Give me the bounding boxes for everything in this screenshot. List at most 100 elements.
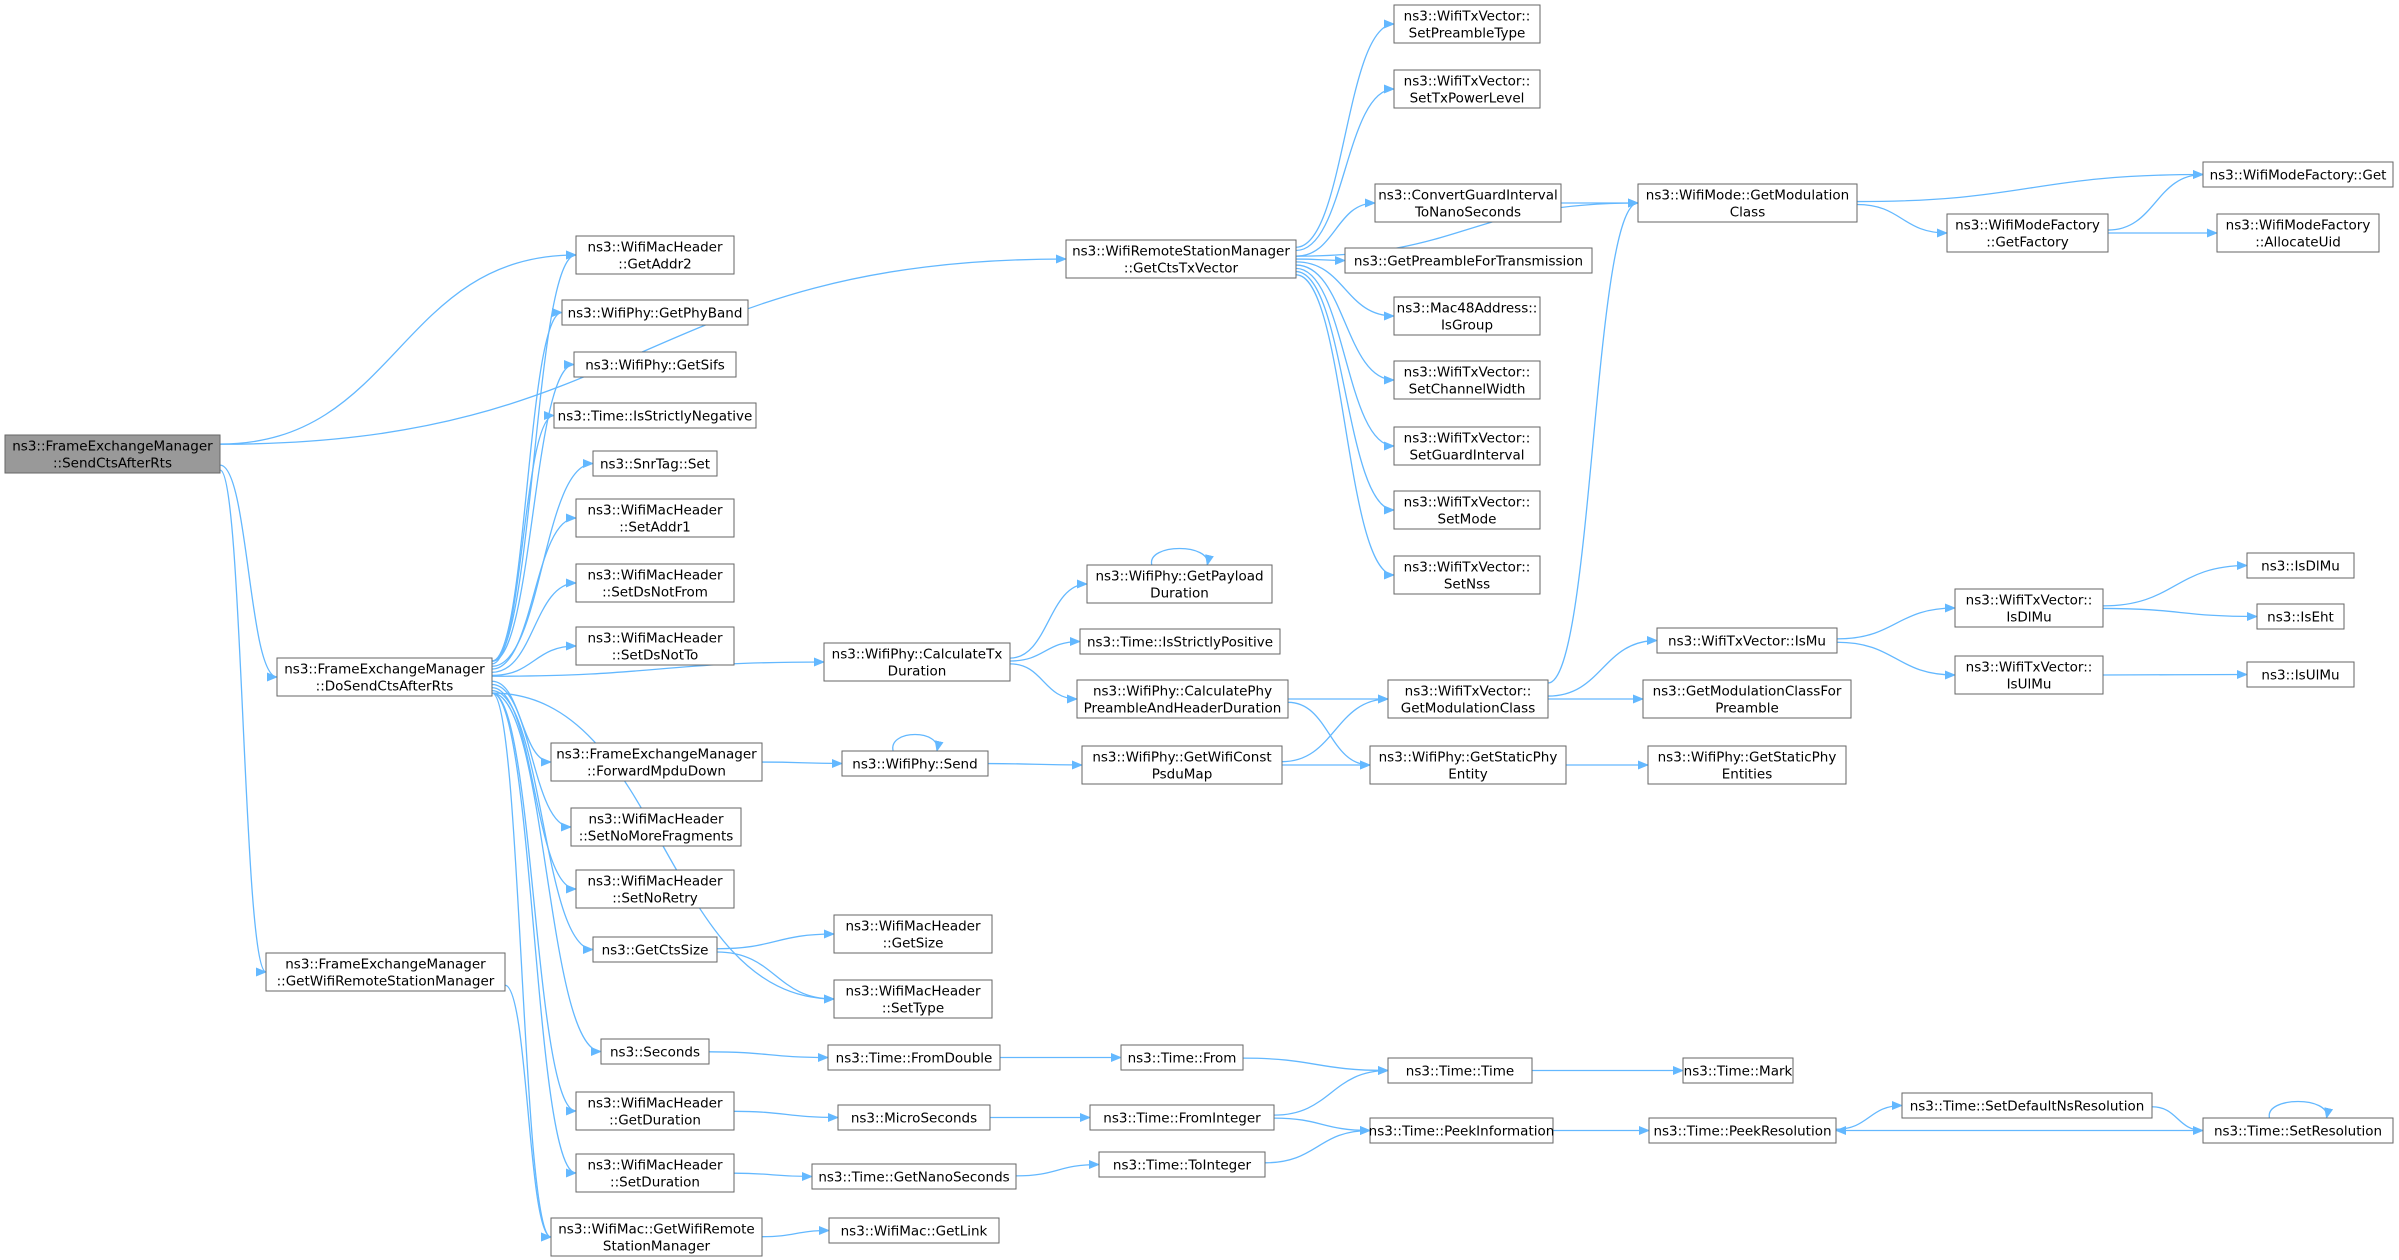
function-node-isulmu[interactable]: ns3::WifiTxVector::IsUlMu	[1954, 655, 2104, 695]
function-node-setnoretry[interactable]: ns3::WifiMacHeader::SetNoRetry	[575, 869, 735, 909]
function-node-peekinfo[interactable]: ns3::Time::PeekInformation	[1369, 1117, 1555, 1144]
function-node-peekres[interactable]: ns3::Time::PeekResolution	[1648, 1117, 1837, 1144]
function-node-macgetwrsm[interactable]: ns3::WifiMac::GetWifiRemoteStationManage…	[550, 1217, 763, 1257]
function-node-getctstx[interactable]: ns3::WifiRemoteStationManager::GetCtsTxV…	[1065, 239, 1297, 279]
node-label: ::SendCtsAfterRts	[53, 456, 172, 472]
node-box	[265, 952, 506, 992]
function-node-getduration[interactable]: ns3::WifiMacHeader::GetDuration	[575, 1091, 735, 1131]
node-box	[827, 1044, 1001, 1071]
call-edge-docts-to-isstrictneg	[491, 411, 555, 665]
function-node-modegetmodclass[interactable]: ns3::WifiMode::GetModulationClass	[1637, 183, 1858, 223]
node-box	[1393, 490, 1541, 530]
node-box	[828, 1217, 1000, 1244]
function-node-isdlmu[interactable]: ns3::WifiTxVector::IsDlMu	[1954, 588, 2104, 628]
function-node-calcphypre[interactable]: ns3::WifiPhy::CalculatePhyPreambleAndHea…	[1076, 679, 1289, 719]
function-node-fromdouble[interactable]: ns3::Time::FromDouble	[827, 1044, 1001, 1071]
call-edge-docts-to-seconds	[491, 692, 602, 1056]
function-node-getpreamblefortx[interactable]: ns3::GetPreambleForTransmission	[1344, 247, 1593, 274]
function-node-getsifs[interactable]: ns3::WifiPhy::GetSifs	[573, 351, 737, 378]
function-node-setaddr1[interactable]: ns3::WifiMacHeader::SetAddr1	[575, 498, 735, 538]
function-node-microseconds[interactable]: ns3::MicroSeconds	[837, 1104, 991, 1131]
function-node-setnss[interactable]: ns3::WifiTxVector::SetNss	[1393, 555, 1541, 595]
call-edge-getctstx-to-isgroup	[1295, 261, 1395, 321]
call-edge-send-to-send	[892, 733, 944, 752]
function-node-setchw[interactable]: ns3::WifiTxVector::SetChannelWidth	[1393, 360, 1541, 400]
node-label: ::SetAddr1	[619, 520, 691, 536]
function-node-setgi[interactable]: ns3::WifiTxVector::SetGuardInterval	[1393, 426, 1541, 466]
node-box	[570, 807, 742, 847]
node-label: ToNanoSeconds	[1414, 205, 1521, 221]
function-node-getwrsm[interactable]: ns3::FrameExchangeManager::GetWifiRemote…	[265, 952, 506, 992]
function-node-docts[interactable]: ns3::FrameExchangeManager::DoSendCtsAfte…	[276, 657, 493, 697]
function-node-setpreamble[interactable]: ns3::WifiTxVector::SetPreambleType	[1393, 4, 1541, 44]
function-node-timetime[interactable]: ns3::Time::Time	[1387, 1057, 1533, 1084]
function-node-allocuid[interactable]: ns3::WifiModeFactory::AllocateUid	[2216, 213, 2380, 253]
function-node-isulmu2[interactable]: ns3::IsUlMu	[2246, 661, 2355, 688]
node-box	[1656, 627, 1838, 654]
node-box	[592, 450, 718, 477]
function-node-iseht[interactable]: ns3::IsEht	[2256, 603, 2345, 630]
node-label: StationManager	[603, 1239, 711, 1255]
function-node-setmode[interactable]: ns3::WifiTxVector::SetMode	[1393, 490, 1541, 530]
function-node-seconds[interactable]: ns3::Seconds	[600, 1038, 710, 1065]
function-node-tointeger[interactable]: ns3::Time::ToInteger	[1098, 1151, 1266, 1178]
function-node-setdsnotto[interactable]: ns3::WifiMacHeader::SetDsNotTo	[575, 626, 735, 666]
function-node-getctssize[interactable]: ns3::GetCtsSize	[592, 936, 718, 963]
node-box	[1682, 1057, 1794, 1084]
function-node-getnanosec[interactable]: ns3::Time::GetNanoSeconds	[811, 1163, 1017, 1190]
node-label: ns3::Seconds	[610, 1045, 700, 1061]
function-node-send[interactable]: ns3::WifiPhy::Send	[841, 750, 989, 777]
function-node-timemark[interactable]: ns3::Time::Mark	[1682, 1057, 1794, 1084]
node-label: ns3::IsUlMu	[2261, 668, 2339, 684]
node-label: SetPreambleType	[1409, 26, 1526, 42]
node-label: ::GetCtsTxVector	[1124, 261, 1239, 277]
function-node-getlink[interactable]: ns3::WifiMac::GetLink	[828, 1217, 1000, 1244]
function-node-getphyband[interactable]: ns3::WifiPhy::GetPhyBand	[561, 299, 749, 326]
node-box	[1344, 247, 1593, 274]
node-box	[1648, 1117, 1837, 1144]
function-node-isstrictneg[interactable]: ns3::Time::IsStrictlyNegative	[553, 402, 757, 429]
node-box	[2202, 161, 2394, 188]
function-node-getfactory[interactable]: ns3::WifiModeFactory::GetFactory	[1946, 213, 2109, 253]
function-node-txvgetmodclass[interactable]: ns3::WifiTxVector::GetModulationClass	[1387, 679, 1549, 719]
node-label: ns3::Time::From	[1128, 1051, 1237, 1067]
function-node-fwdmpdu[interactable]: ns3::FrameExchangeManager::ForwardMpduDo…	[550, 742, 763, 782]
node-label: ns3::GetCtsSize	[602, 943, 709, 959]
node-label: ns3::FrameExchangeManager	[12, 439, 213, 455]
function-node-settxpower[interactable]: ns3::WifiTxVector::SetTxPowerLevel	[1393, 69, 1541, 109]
function-node-snrset[interactable]: ns3::SnrTag::Set	[592, 450, 718, 477]
node-box	[2246, 661, 2355, 688]
function-node-setduration[interactable]: ns3::WifiMacHeader::SetDuration	[575, 1153, 735, 1193]
node-label: ns3::WifiPhy::GetSifs	[585, 358, 725, 374]
function-node-getaddr2[interactable]: ns3::WifiMacHeader::GetAddr2	[575, 235, 735, 275]
function-node-timefrom[interactable]: ns3::Time::From	[1120, 1044, 1244, 1071]
function-node-isstrictpos[interactable]: ns3::Time::IsStrictlyPositive	[1079, 628, 1281, 655]
function-node-isdlmu2[interactable]: ns3::IsDlMu	[2246, 552, 2355, 579]
call-edge-getfactory-to-factoryget	[2107, 170, 2204, 231]
function-node-fromint[interactable]: ns3::Time::FromInteger	[1089, 1104, 1275, 1131]
node-box	[575, 563, 735, 603]
node-box	[1393, 69, 1541, 109]
function-node-getsize[interactable]: ns3::WifiMacHeader::GetSize	[833, 914, 993, 954]
function-node-ismu[interactable]: ns3::WifiTxVector::IsMu	[1656, 627, 1838, 654]
call-edge-isdlmu-to-iseht	[2102, 607, 2258, 621]
function-node-isgroup[interactable]: ns3::Mac48Address::IsGroup	[1393, 296, 1541, 336]
function-node-setdsnotfrom[interactable]: ns3::WifiMacHeader::SetDsNotFrom	[575, 563, 735, 603]
function-node-setres[interactable]: ns3::Time::SetResolution	[2202, 1117, 2394, 1144]
function-node-settype[interactable]: ns3::WifiMacHeader::SetType	[833, 979, 993, 1019]
function-node-setnomorefrag[interactable]: ns3::WifiMacHeader::SetNoMoreFragments	[570, 807, 742, 847]
function-node-root[interactable]: ns3::FrameExchangeManager::SendCtsAfterR…	[4, 434, 221, 474]
function-node-setdefres[interactable]: ns3::Time::SetDefaultNsResolution	[1901, 1092, 2153, 1119]
call-edge-fromint-to-timetime	[1273, 1066, 1389, 1116]
node-label: Entities	[1722, 767, 1773, 783]
node-label: ns3::WifiMacHeader	[587, 631, 723, 647]
function-node-factoryget[interactable]: ns3::WifiModeFactory::Get	[2202, 161, 2394, 188]
call-edge-getnanosec-to-tointeger	[1015, 1160, 1100, 1177]
